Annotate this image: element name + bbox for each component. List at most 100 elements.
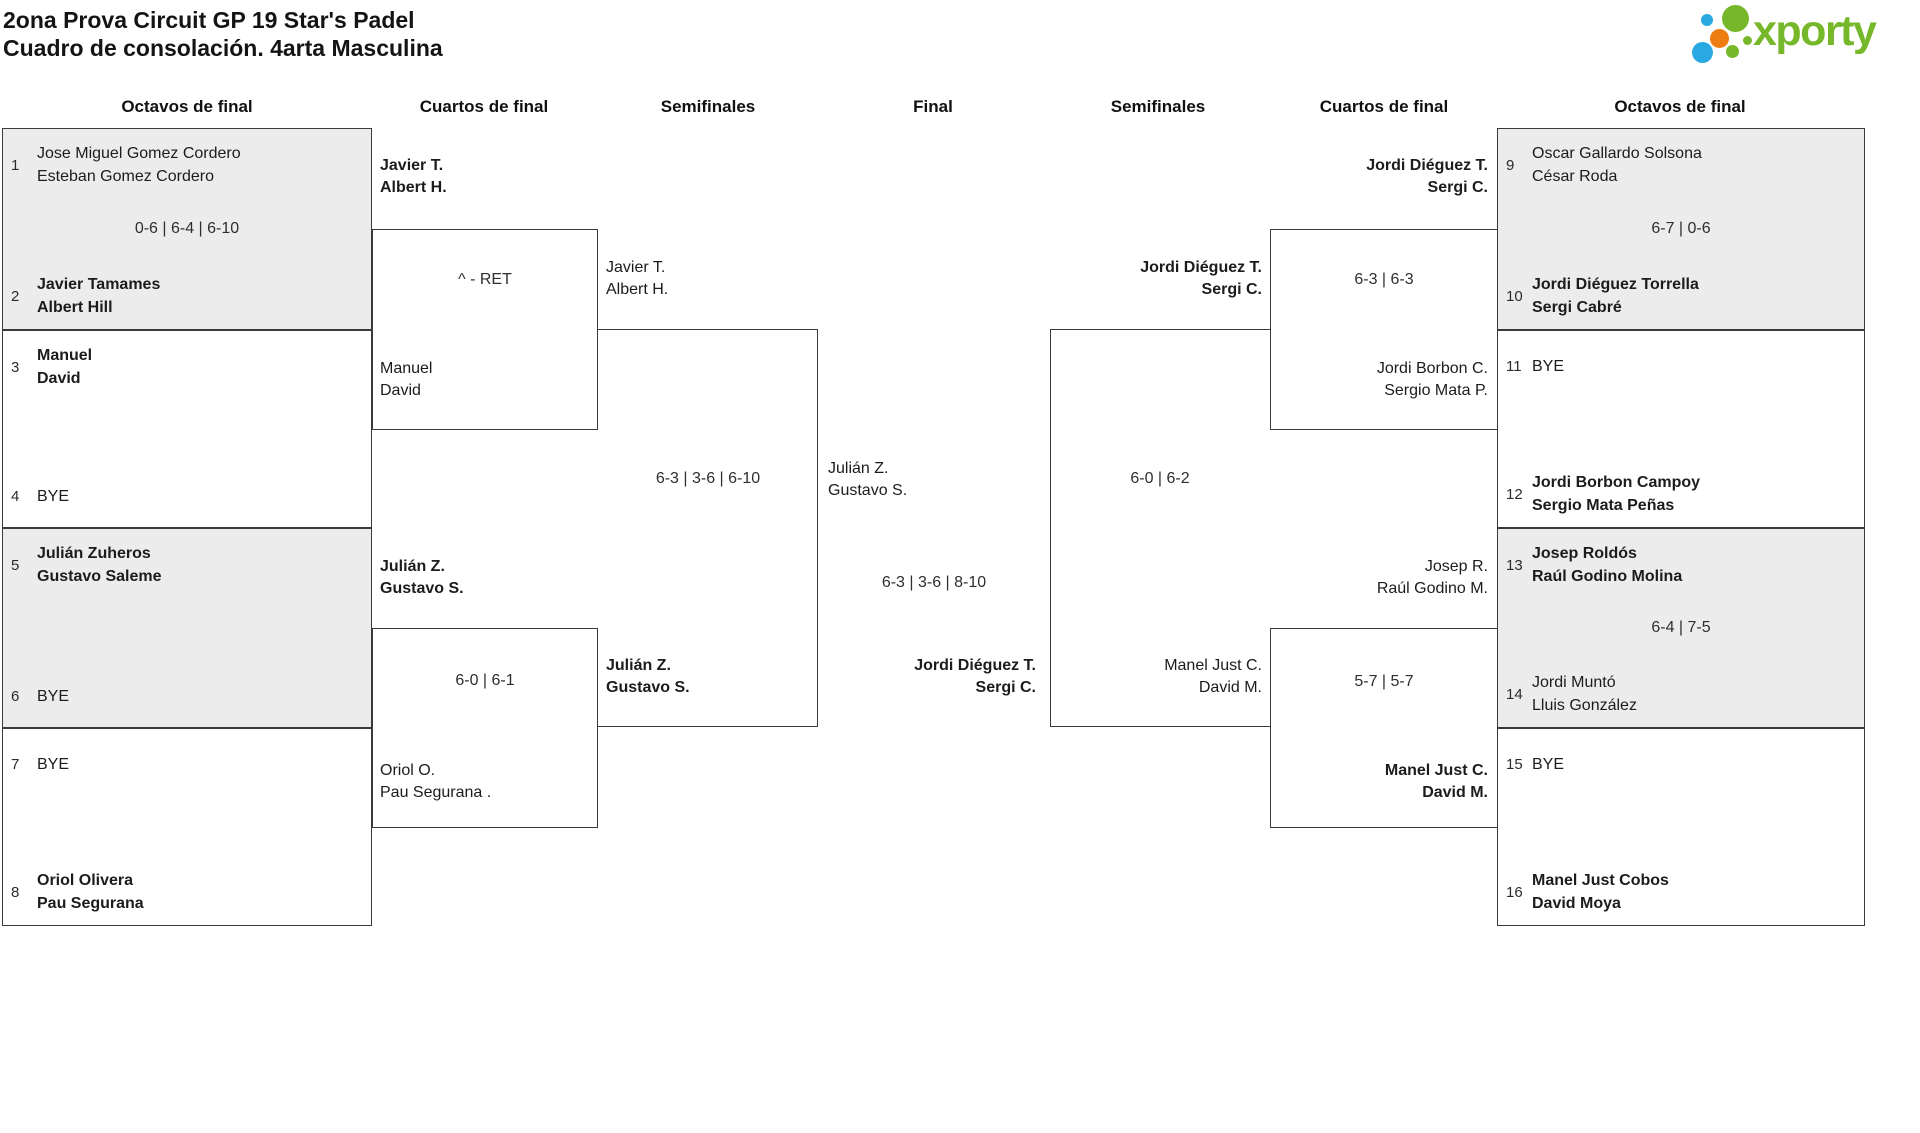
team-qf-left-2-top: Julián Z.Gustavo S. <box>380 558 464 597</box>
bracket-entry-seed-4: 4 BYE <box>11 485 365 508</box>
bye-label: BYE <box>1532 358 1565 375</box>
seed-number: 9 <box>1506 156 1515 174</box>
logo-dot-blue-small-icon <box>1701 14 1713 26</box>
team-qf-right-2-top: Josep R.Raúl Godino M. <box>1376 558 1488 597</box>
team-qf-left-1-top: Javier T.Albert H. <box>380 157 447 196</box>
seed-number: 14 <box>1506 685 1523 703</box>
team-final-top: Julián Z.Gustavo S. <box>828 460 908 499</box>
seed-number: 4 <box>11 488 20 505</box>
page-title-line2: Cuadro de consolación. 4arta Masculina <box>3 35 443 61</box>
score-qf-right-1: 6-3 | 6-3 <box>1354 271 1414 288</box>
bracket-entry-seed-7: 7 BYE <box>11 753 365 776</box>
connector-box-qf-left-2 <box>372 628 598 828</box>
seed-number: 12 <box>1506 485 1523 503</box>
bracket-entry-seed-11: 11 BYE <box>1506 355 1858 378</box>
seed-number: 10 <box>1506 287 1523 305</box>
logo-wordmark: xporty <box>1753 7 1877 55</box>
team-sf-right-bottom: Manel Just C.David M. <box>1164 657 1262 696</box>
bracket-entry-seed-15: 15 BYE <box>1506 753 1858 776</box>
seed-number: 13 <box>1506 556 1523 574</box>
score-sf-left: 6-3 | 3-6 | 6-10 <box>655 470 761 487</box>
page-title-line1: 2ona Prova Circuit GP 19 Star's Padel <box>3 7 415 33</box>
logo-dot-green-big-icon <box>1722 5 1749 32</box>
score-final: 6-3 | 3-6 | 8-10 <box>881 574 987 591</box>
bye-label: BYE <box>37 756 70 773</box>
logo-dot-blue-big-icon <box>1692 42 1713 63</box>
match-score: 0-6 | 6-4 | 6-10 <box>134 220 240 237</box>
team-qf-left-2-bottom: Oriol O.Pau Segurana . <box>380 762 492 801</box>
seed-number: 11 <box>1506 358 1522 375</box>
round-header-final: Final <box>913 97 953 116</box>
logo-dot-green-tiny-icon <box>1743 36 1752 45</box>
connector-box-qf-right-1 <box>1270 229 1498 430</box>
round-header-semis-right: Semifinales <box>1110 97 1206 116</box>
round-header-octavos-left: Octavos de final <box>121 97 253 116</box>
logo-dot-green-small-icon <box>1726 45 1739 58</box>
match-score: 6-4 | 7-5 <box>1651 619 1711 636</box>
score-qf-right-2: 5-7 | 5-7 <box>1354 673 1414 690</box>
score-sf-right: 6-0 | 6-2 <box>1130 470 1190 487</box>
seed-number: 5 <box>11 556 20 574</box>
round-header-semis-left: Semifinales <box>660 97 756 116</box>
team-qf-right-1-bottom: Jordi Borbon C.Sergio Mata P. <box>1376 360 1488 399</box>
round-header-cuartos-right: Cuartos de final <box>1319 97 1449 116</box>
connector-box-sf-right <box>1050 329 1270 727</box>
match-score: 6-7 | 0-6 <box>1651 220 1711 237</box>
seed-number: 1 <box>11 156 20 174</box>
seed-number: 15 <box>1506 756 1523 773</box>
seed-number: 8 <box>11 883 20 901</box>
bye-label: BYE <box>37 488 70 505</box>
team-qf-right-2-bottom: Manel Just C.David M. <box>1384 762 1488 801</box>
bracket-entry-seed-6: 6 BYE <box>11 685 365 708</box>
team-sf-left-bottom: Julián Z.Gustavo S. <box>606 657 690 696</box>
connector-box-qf-left-1 <box>372 229 598 430</box>
connector-box-sf-left <box>598 329 818 727</box>
score-qf-left-2: 6-0 | 6-1 <box>455 672 515 689</box>
logo-dot-orange-icon <box>1710 29 1729 48</box>
connector-box-qf-right-2 <box>1270 628 1498 828</box>
round-header-octavos-right: Octavos de final <box>1614 97 1746 116</box>
team-qf-right-1-top: Jordi Diéguez T.Sergi C. <box>1366 157 1488 196</box>
team-sf-left-top: Javier T.Albert H. <box>606 259 669 298</box>
seed-number: 2 <box>11 287 20 305</box>
round-header-cuartos-left: Cuartos de final <box>419 97 549 116</box>
seed-number: 3 <box>11 358 20 376</box>
seed-number: 6 <box>11 688 20 705</box>
score-qf-left-1: ^ - RET <box>458 271 512 288</box>
team-final-winner: Jordi Diéguez T.Sergi C. <box>914 657 1036 696</box>
bye-label: BYE <box>37 688 70 705</box>
team-sf-right-top: Jordi Diéguez T.Sergi C. <box>1140 259 1262 298</box>
seed-number: 7 <box>11 756 20 773</box>
seed-number: 16 <box>1506 883 1523 901</box>
